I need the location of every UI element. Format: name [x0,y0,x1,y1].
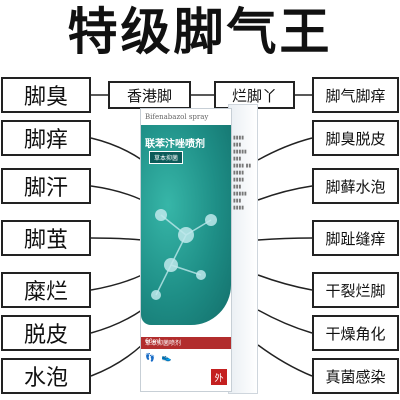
label-right-7: 真菌感染 [312,358,399,394]
label-right-4: 脚趾缝痒 [312,220,399,256]
side-fineprint: ▮▮▮▮ ▮▮▮ ▮▮▮▮▮ ▮▮▮ ▮▮▮▮ ▮▮ ▮▮▮▮ ▮▮▮▮ ▮▮▮… [233,135,252,211]
product-badge: 草本抑菌 [149,151,184,164]
shoe-icon: 👟 [161,353,174,362]
usage-icons: 👣 👟 [145,353,173,362]
label-right-5: 干裂烂脚 [312,272,399,308]
product-box-front: Bifenabazol spray 联苯汴唑喷剂 草本抑菌 草本抑菌喷剂 60m… [140,108,232,392]
label-right-3: 脚藓水泡 [312,168,399,204]
bar-text: 草本抑菌喷剂 [145,340,182,347]
label-left-1: 脚臭 [1,77,91,113]
label-left-4: 脚茧 [1,220,91,256]
foot-icon: 👣 [145,353,157,362]
label-left-5: 糜烂 [1,272,91,308]
molecule-graphic [151,209,217,300]
label-top-1: 香港脚 [108,81,191,109]
label-right-1: 脚气脚痒 [312,77,399,113]
external-use-seal: 外 [211,369,227,385]
product-volume: 60ml [145,338,161,345]
label-right-2: 脚臭脱皮 [312,120,399,156]
label-left-7: 水泡 [1,358,91,394]
product-box: ▮▮▮▮ ▮▮▮ ▮▮▮▮▮ ▮▮▮ ▮▮▮▮ ▮▮ ▮▮▮▮ ▮▮▮▮ ▮▮▮… [140,104,260,398]
page-title: 特级脚气王 [67,3,333,61]
label-right-6: 干燥角化 [312,315,399,351]
product-red-bar: 草本抑菌喷剂 60ml [141,337,231,349]
label-left-6: 脱皮 [1,315,91,351]
product-box-side: ▮▮▮▮ ▮▮▮ ▮▮▮▮▮ ▮▮▮ ▮▮▮▮ ▮▮ ▮▮▮▮ ▮▮▮▮ ▮▮▮… [228,104,258,394]
label-left-2: 脚痒 [1,120,91,156]
product-name-cn: 联苯汴唑喷剂 [145,139,205,150]
label-left-3: 脚汗 [1,168,91,204]
product-name-en: Bifenabazol spray [145,113,209,121]
